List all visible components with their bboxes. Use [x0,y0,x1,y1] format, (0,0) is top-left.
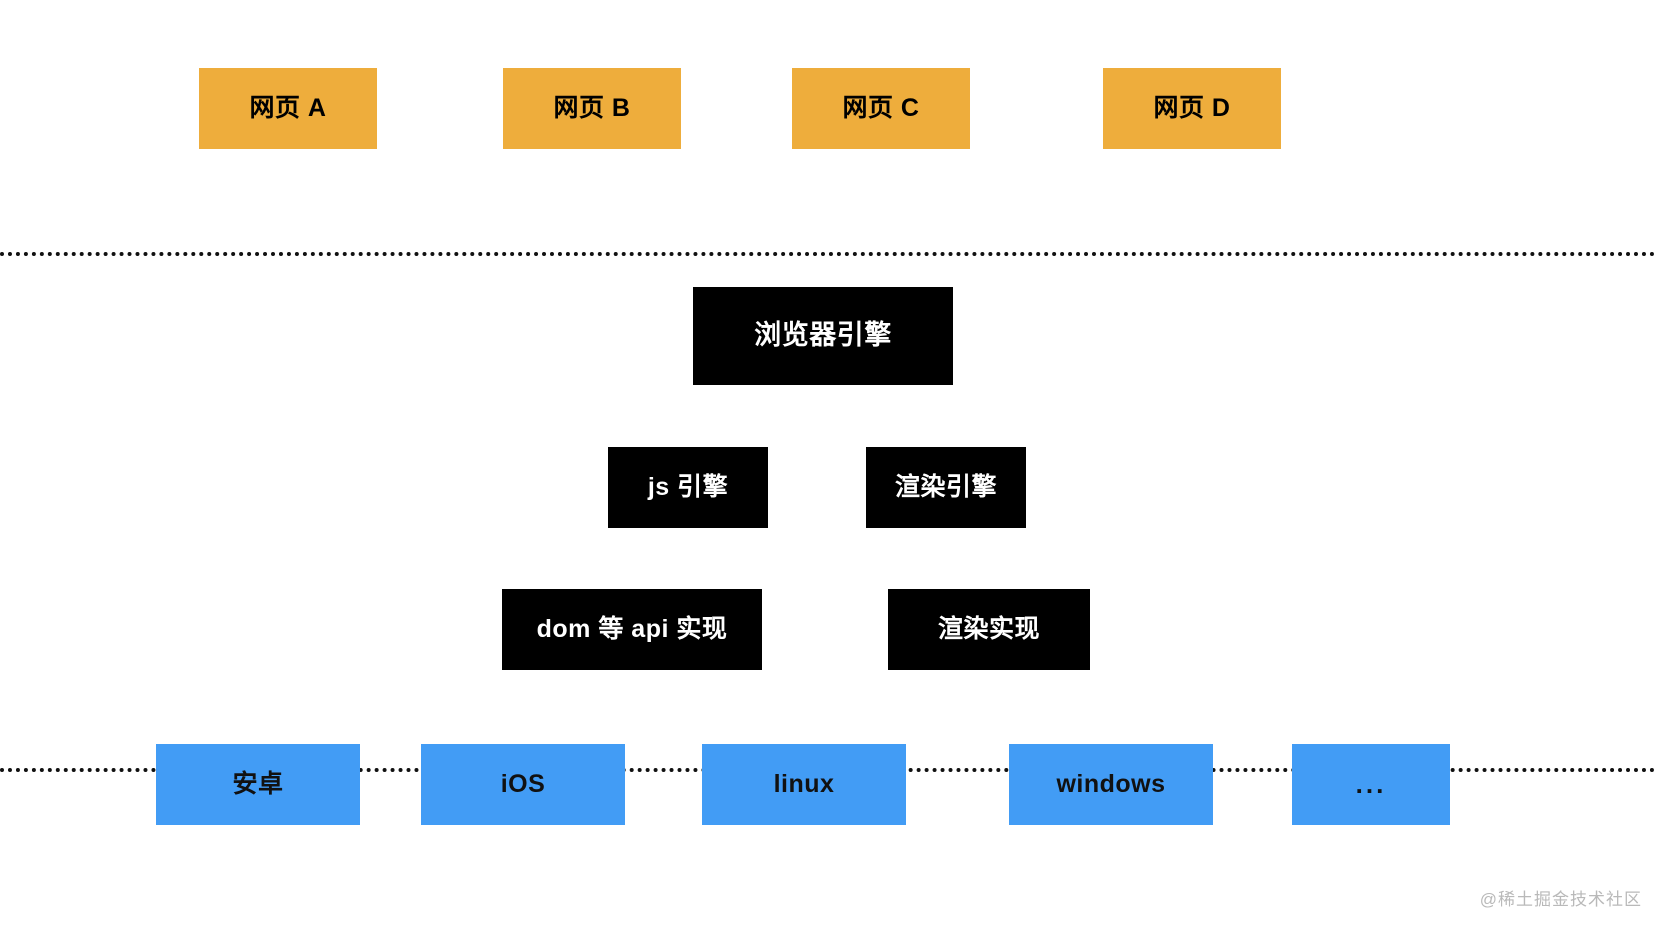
node-os-android: 安卓 [156,744,360,825]
node-label: dom 等 api 实现 [536,614,728,643]
node-page-d: 网页 D [1103,68,1281,149]
divider-top [0,252,1656,256]
node-label: 渲染引擎 [894,472,997,501]
node-dom-api-impl: dom 等 api 实现 [502,589,762,670]
node-page-a: 网页 A [199,68,377,149]
node-label: 网页 A [249,93,327,122]
watermark: @稀土掘金技术社区 [1479,890,1642,909]
node-label: windows [1056,769,1166,798]
node-label: 安卓 [232,769,284,798]
node-label: 网页 B [553,93,631,122]
node-label: 网页 C [842,93,920,122]
node-label: ... [1355,769,1387,800]
node-os-more: ... [1292,744,1450,825]
node-os-windows: windows [1009,744,1213,825]
node-js-engine: js 引擎 [608,447,768,528]
node-label: 浏览器引擎 [754,320,892,351]
node-label: js 引擎 [647,472,729,501]
node-render-impl: 渲染实现 [888,589,1090,670]
node-page-b: 网页 B [503,68,681,149]
node-render-engine: 渲染引擎 [866,447,1026,528]
node-label: 渲染实现 [937,614,1040,643]
node-os-linux: linux [702,744,906,825]
node-browser-engine: 浏览器引擎 [693,287,953,385]
node-os-ios: iOS [421,744,625,825]
node-label: linux [773,769,835,798]
node-label: iOS [500,769,546,798]
node-label: 网页 D [1153,93,1231,122]
node-page-c: 网页 C [792,68,970,149]
